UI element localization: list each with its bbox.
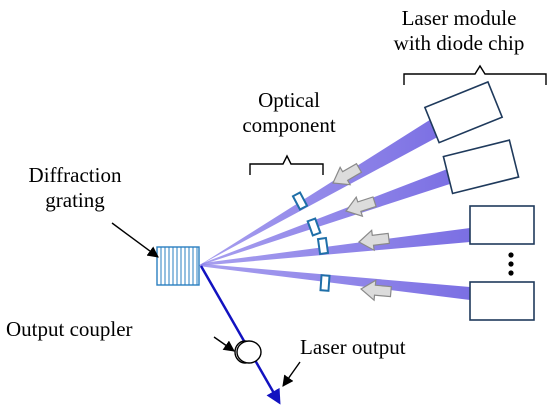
laser-output-label: Laser output <box>300 335 406 359</box>
coupler-pointer-arrow <box>213 336 235 352</box>
laser-module-label-line1: Laser module <box>402 6 517 30</box>
laser-module-bracket <box>403 64 547 85</box>
grating-pointer-arrow <box>111 222 159 258</box>
diffraction-grating-label-line1: Diffraction <box>29 163 122 187</box>
laser-modules <box>423 80 535 321</box>
optical-components <box>291 191 331 292</box>
optical-component-label-line1: Optical <box>258 88 320 112</box>
laser-module-3 <box>469 205 535 245</box>
laser-output-pointer-arrow <box>282 361 301 387</box>
laser-beams <box>198 116 470 300</box>
optical-component-bracket <box>249 154 324 175</box>
direction-arrows <box>332 162 392 302</box>
laser-module-4 <box>469 281 535 321</box>
output-beam <box>199 265 281 405</box>
laser-module-2 <box>442 139 520 195</box>
beam-2 <box>198 168 456 266</box>
optical-component-1 <box>291 191 309 211</box>
optical-component-2 <box>306 217 322 237</box>
direction-arrow-1 <box>332 162 363 186</box>
laser-module-label-line2: with diode chip <box>394 31 525 55</box>
laser-module-1 <box>423 80 504 144</box>
direction-arrow-2 <box>345 195 377 218</box>
more-modules-ellipsis <box>508 252 514 276</box>
diffraction-grating <box>156 246 200 286</box>
direction-arrow-4 <box>359 279 392 302</box>
beam-4 <box>198 264 470 300</box>
labels: Laser module with diode chip Optical com… <box>6 6 524 359</box>
beam-3 <box>198 228 470 266</box>
optical-component-3 <box>316 236 330 256</box>
output-coupler <box>234 340 262 364</box>
output-coupler-label: Output coupler <box>6 317 133 341</box>
optical-component-label-line2: component <box>242 113 335 137</box>
direction-arrow-3 <box>357 229 391 252</box>
beam-1 <box>198 116 445 266</box>
diffraction-grating-label-line2: grating <box>45 188 105 212</box>
optical-component-4 <box>319 274 331 292</box>
